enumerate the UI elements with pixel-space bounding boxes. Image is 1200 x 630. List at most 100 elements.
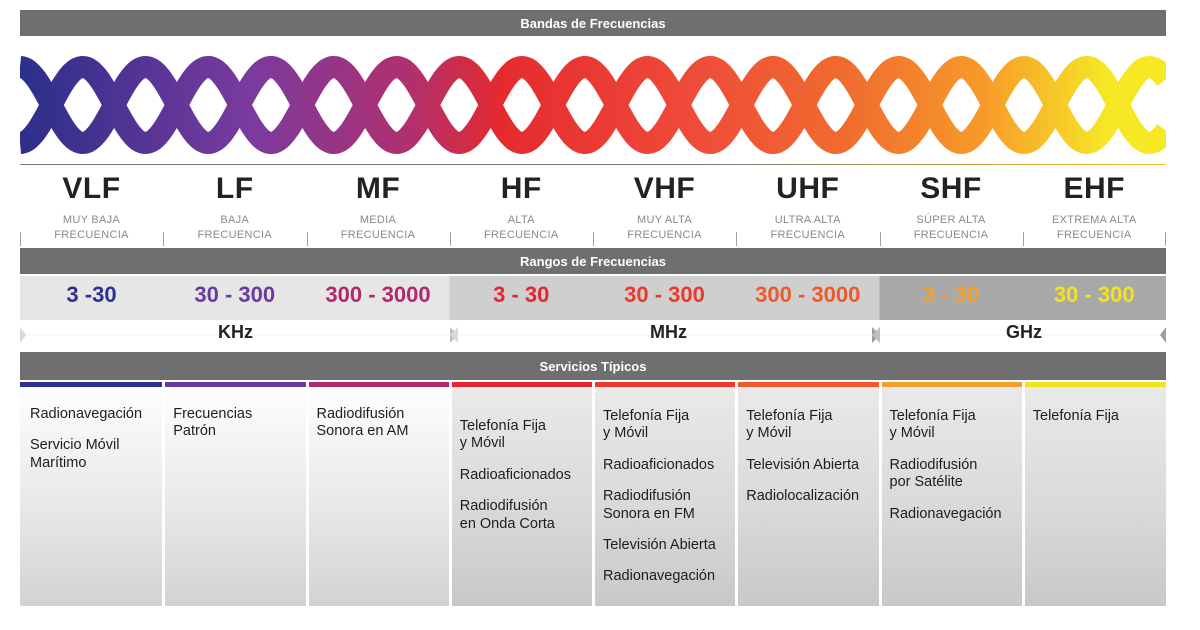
band-description-line: FRECUENCIA xyxy=(770,229,845,242)
band-code: SHF xyxy=(920,172,982,205)
frequency-wave-graphic xyxy=(20,55,1166,155)
service-item-line: Sonora en FM xyxy=(603,505,695,522)
service-item: Televisión Abierta xyxy=(746,457,875,474)
band-divider xyxy=(593,232,594,246)
services-divider xyxy=(735,382,739,606)
service-item-line: Marítimo xyxy=(30,454,87,471)
service-item-line: Radiodifusión xyxy=(316,406,405,422)
service-item-line: Telefonía Fija xyxy=(1032,408,1119,424)
service-item-line: Radiodifusión xyxy=(603,488,691,505)
band-uhf: UHF ULTRA ALTA FRECUENCIA xyxy=(736,166,879,246)
ranges-header: Rangos de Frecuencias xyxy=(20,248,1166,274)
band-code: HF xyxy=(500,172,542,205)
range-shf: 3 - 30 xyxy=(922,282,980,307)
service-item-line: Telefonía Fija xyxy=(889,408,976,424)
services-divider xyxy=(305,382,309,606)
band-description-line: MUY ALTA xyxy=(637,214,692,226)
band-description-line: ULTRA ALTA xyxy=(774,214,841,226)
service-item-line: y Móvil xyxy=(746,425,792,442)
range-hf: 3 - 30 xyxy=(493,282,550,307)
band-code: LF xyxy=(215,172,254,205)
range-ehf: 30 - 300 xyxy=(1053,282,1135,307)
scale-end-marker xyxy=(1160,327,1166,343)
band-divider xyxy=(449,232,451,246)
services-divider xyxy=(1021,382,1025,606)
service-item: Televisión Abierta xyxy=(603,537,732,554)
range-vhf: 30 - 300 xyxy=(624,282,705,307)
services-list: Telefonía Fija xyxy=(1033,408,1162,439)
service-item-line: Telefonía Fija xyxy=(459,418,546,434)
unit-mhz: MHz xyxy=(650,322,687,342)
service-item-line: Servicio Móvil xyxy=(30,437,120,454)
band-code: VLF xyxy=(62,172,121,205)
service-item-line: y Móvil xyxy=(603,425,649,442)
service-item-line: en Onda Corta xyxy=(459,515,555,532)
service-item: Radioaficionados xyxy=(460,467,589,484)
service-item: Radionavegación xyxy=(30,406,159,423)
service-item: Radionavegación xyxy=(603,568,732,585)
services-header: Servicios Típicos xyxy=(20,352,1166,380)
band-edge-tick xyxy=(20,232,21,246)
band-code: UHF xyxy=(776,172,840,205)
services-color-stripe xyxy=(449,382,593,387)
services-divider xyxy=(592,382,595,606)
band-divider xyxy=(879,232,881,246)
bands-top-rule xyxy=(20,164,1166,165)
ranges-header-title: Rangos de Frecuencias xyxy=(520,253,666,269)
services-color-stripe xyxy=(306,382,450,387)
band-description: SÚPER ALTA FRECUENCIA xyxy=(880,213,1023,244)
service-item-line: Radionavegación xyxy=(889,505,1002,522)
scale-marker-mhz-b xyxy=(450,327,458,343)
wave-strand-b xyxy=(20,55,1166,155)
band-code: VHF xyxy=(633,172,696,205)
service-item-line: Radiodifusión xyxy=(459,498,548,515)
service-item-line: Radiolocalización xyxy=(746,488,860,505)
unit-ghz: GHz xyxy=(1006,322,1042,342)
band-description-line: FRECUENCIA xyxy=(913,229,989,242)
services-divider xyxy=(448,382,452,606)
unit-khz: KHz xyxy=(218,322,253,342)
band-description-line: FRECUENCIA xyxy=(197,229,272,242)
bands-header: Bandas de Frecuencias xyxy=(20,10,1166,36)
range-vlf: 3 -30 xyxy=(66,282,117,307)
services-color-stripe xyxy=(879,382,1023,387)
services-header-title: Servicios Típicos xyxy=(539,358,647,374)
services-ehf: Telefonía Fija xyxy=(1022,382,1166,606)
services-color-stripe xyxy=(1022,382,1166,387)
service-item-line: Radioaficionados xyxy=(459,466,571,483)
service-item-line: Frecuencias xyxy=(173,406,253,422)
band-description-line: MUY BAJA xyxy=(62,214,121,226)
unit-scale xyxy=(20,327,1166,343)
service-item-line: Telefonía Fija xyxy=(746,408,833,424)
service-item-line: y Móvil xyxy=(459,435,505,452)
service-item-line: Televisión Abierta xyxy=(746,456,860,473)
band-description-line: BAJA xyxy=(220,214,250,226)
band-code: MF xyxy=(355,172,401,205)
scale-start-marker xyxy=(20,327,26,343)
band-description-line: SÚPER ALTA xyxy=(916,214,986,226)
